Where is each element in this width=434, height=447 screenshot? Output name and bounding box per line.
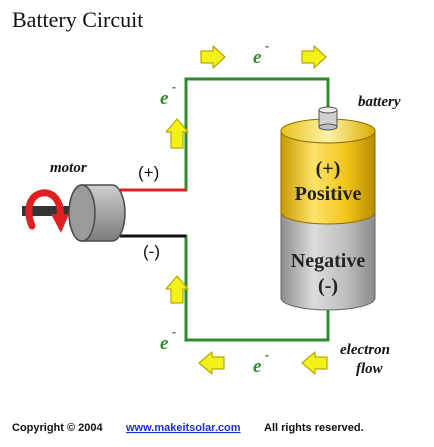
battery-negative-sign: (-) [318,275,338,297]
svg-text:-: - [265,348,269,362]
svg-text:e: e [160,88,169,109]
svg-text:e: e [160,333,169,354]
battery-terminal-top [318,106,338,114]
electron-flow-label-line1: electron [340,342,390,358]
bottom-left-left-arrow-icon [198,351,225,375]
svg-text:-: - [172,80,176,94]
electron-label-top: e - [253,39,269,68]
motor-label: motor [50,160,87,176]
battery-terminal-base [318,123,338,131]
motor-negative-label: (-) [143,242,160,261]
battery: (+) Positive Negative (-) [280,106,376,311]
electron-flow-label-line2: flow [356,361,384,377]
battery-label: battery [358,94,401,110]
battery-positive-label: Positive [295,183,362,205]
battery-positive-section [280,130,376,225]
top-left-right-arrow-icon [200,45,226,69]
bottom-right-left-arrow-icon [301,351,328,375]
battery-positive-sign: (+) [316,158,341,180]
electron-label-bottom: e - [253,348,269,377]
motor-face [68,184,96,242]
rights-text: All rights reserved. [264,422,364,434]
rotation-arrow-icon [25,189,64,230]
svg-text:-: - [265,39,269,53]
svg-text:e: e [253,47,262,68]
lower-left-up-arrow-icon [165,275,189,304]
motor-shaft [22,206,82,216]
svg-text:e: e [253,356,262,377]
copyright-text: Copyright © 2004 [12,422,104,434]
electron-label-lower-left: e - [160,325,176,354]
upper-left-up-arrow-icon [165,118,189,149]
svg-text:-: - [172,325,176,339]
website-link[interactable]: www.makeitsolar.com [125,422,241,434]
motor [22,184,126,242]
battery-negative-section [280,211,376,311]
electron-label-upper-left: e - [160,80,176,109]
top-right-right-arrow-icon [301,45,327,69]
motor-positive-label: (+) [138,163,159,182]
rotation-arrowhead-icon [51,214,69,233]
page-title: Battery Circuit [12,7,143,32]
battery-negative-label: Negative [291,250,366,272]
